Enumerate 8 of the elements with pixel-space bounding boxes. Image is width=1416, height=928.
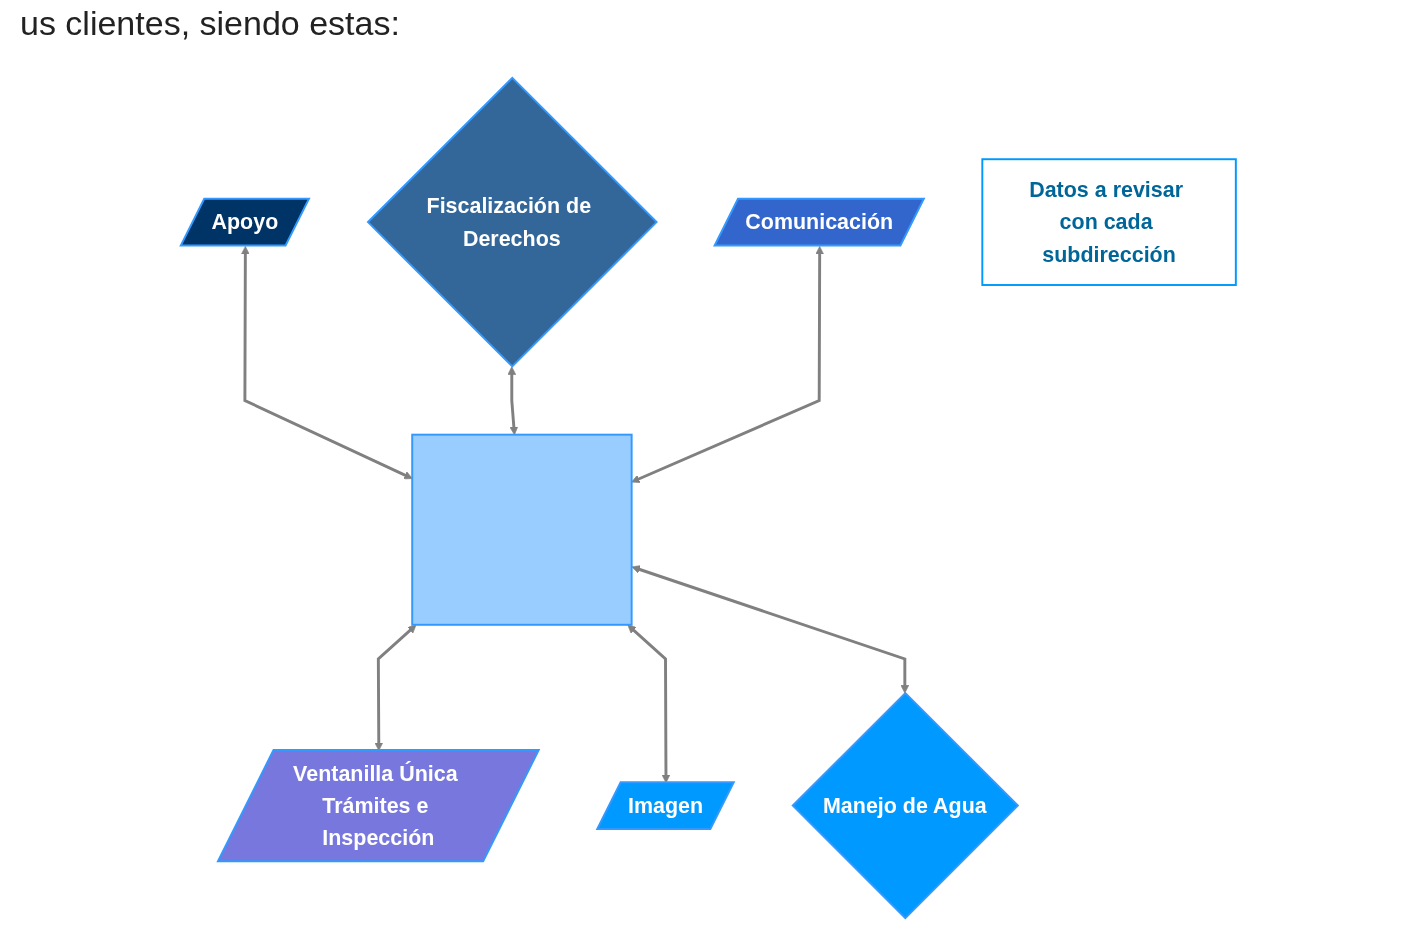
arrow [631, 565, 909, 694]
node-diamond: Fiscalización de Derechos [366, 76, 658, 368]
arrow [507, 366, 518, 436]
arrow [374, 624, 417, 751]
node-box: Datos a revisar con cada subdirección [981, 158, 1237, 286]
node-diamond: Manejo de Agua [791, 691, 1019, 920]
node-cube [410, 433, 633, 626]
note-text: us clientes, siendo estas: [20, 4, 400, 42]
